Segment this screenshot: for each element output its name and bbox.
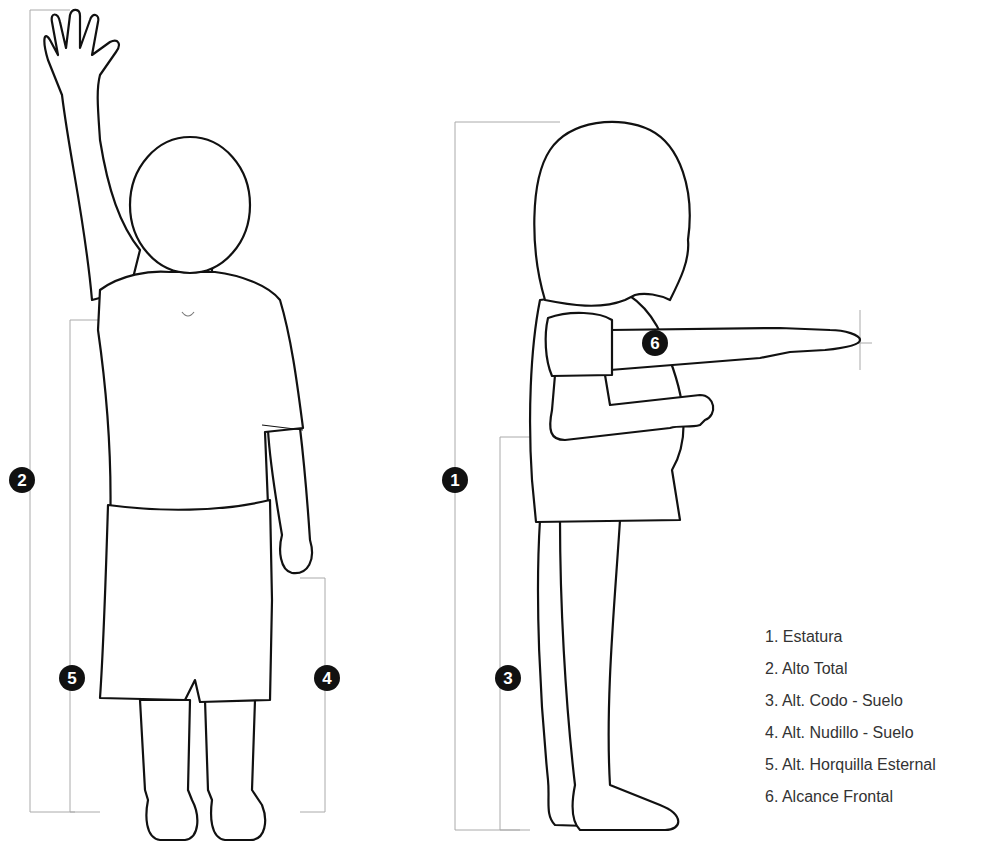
hanging-arm — [268, 428, 312, 573]
key-entry: 1. Estatura — [765, 627, 842, 647]
sternal-notch — [182, 312, 194, 316]
shirt — [98, 272, 303, 530]
callout-number: 1 — [450, 472, 459, 489]
key-entry: 5. Alt. Horquilla Esternal — [765, 755, 936, 775]
child-front — [44, 10, 312, 840]
head — [534, 122, 689, 306]
leg — [140, 700, 197, 840]
raised-arm — [44, 10, 140, 300]
key-entry: 3. Alt. Codo - Suelo — [765, 691, 903, 711]
callout-circle: 5 — [59, 665, 85, 691]
circle-fill — [9, 467, 35, 493]
shorts — [100, 500, 272, 702]
callout-number: 3 — [503, 670, 512, 687]
circle-fill — [642, 330, 668, 356]
callout-number: 6 — [650, 335, 659, 352]
callout-circle: 4 — [314, 665, 340, 691]
callout-circle: 1 — [442, 467, 468, 493]
circle-fill — [442, 467, 468, 493]
extended-arm — [610, 328, 860, 370]
bent-arm — [550, 375, 713, 440]
key-entry: 2. Alto Total — [765, 659, 847, 679]
bracket — [300, 578, 325, 812]
circle-fill — [59, 665, 85, 691]
key-entry: 4. Alt. Nudillo - Suelo — [765, 723, 914, 743]
circle-fill — [495, 665, 521, 691]
leg — [205, 700, 265, 840]
callout-circle: 6 — [642, 330, 668, 356]
callout-circle: 3 — [495, 665, 521, 691]
sleeve — [546, 313, 612, 376]
callout-circle: 2 — [9, 467, 35, 493]
head — [130, 137, 250, 273]
callout-number: 4 — [322, 670, 331, 687]
key-entry: 6. Alcance Frontal — [765, 787, 893, 807]
leg — [560, 520, 678, 830]
child-side — [530, 122, 860, 830]
sleeve-line — [262, 425, 303, 430]
callout-number: 5 — [67, 670, 76, 687]
callout-number: 2 — [17, 472, 26, 489]
circle-fill — [314, 665, 340, 691]
